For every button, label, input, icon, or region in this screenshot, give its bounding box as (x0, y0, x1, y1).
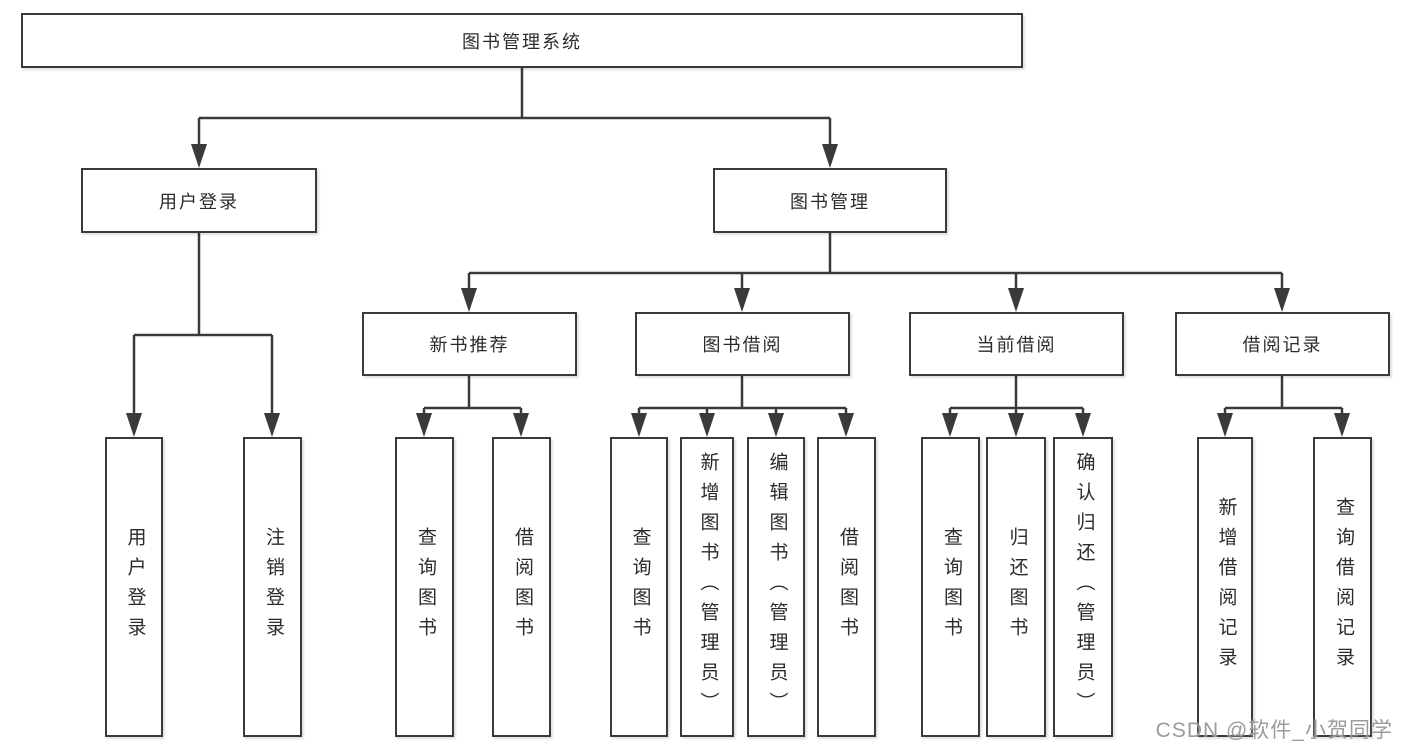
node-root: 图书管理系统 (21, 13, 1023, 68)
node-user-login: 用户登录 (81, 168, 317, 233)
leaf-query-borrow-record-label: 查询借阅记录 (1332, 497, 1354, 677)
arrowhead-icons (126, 144, 1350, 437)
node-new-book-recommend: 新书推荐 (362, 312, 577, 376)
leaf-borrow-book-recommend: 借阅图书 (492, 437, 551, 737)
leaf-confirm-return-admin-label: 确认归还（管理员） (1073, 452, 1095, 722)
leaf-user-login: 用户登录 (105, 437, 163, 737)
leaf-logout: 注销登录 (243, 437, 302, 737)
leaf-logout-label: 注销登录 (262, 527, 284, 647)
node-borrowing-records-label: 借阅记录 (1242, 335, 1323, 355)
node-borrowing-records: 借阅记录 (1175, 312, 1390, 376)
leaf-query-book-borrowing-label: 查询图书 (629, 527, 651, 647)
leaf-borrow-book-recommend-label: 借阅图书 (511, 527, 533, 647)
node-book-borrowing: 图书借阅 (635, 312, 850, 376)
leaf-borrow-book-label: 借阅图书 (836, 527, 858, 647)
leaf-add-borrow-record: 新增借阅记录 (1197, 437, 1253, 737)
watermark-text: CSDN @软件_小贺同学 (1155, 719, 1393, 742)
leaf-confirm-return-admin: 确认归还（管理员） (1053, 437, 1113, 737)
leaf-edit-book-admin-label: 编辑图书（管理员） (766, 452, 788, 722)
leaf-query-book-recommend: 查询图书 (395, 437, 454, 737)
leaf-add-book-admin: 新增图书（管理员） (680, 437, 734, 737)
leaf-query-book-recommend-label: 查询图书 (414, 527, 436, 647)
leaf-return-book-label: 归还图书 (1006, 527, 1028, 647)
leaf-add-borrow-record-label: 新增借阅记录 (1215, 497, 1237, 677)
leaf-borrow-book: 借阅图书 (817, 437, 876, 737)
tree-edges (132, 68, 1344, 415)
node-current-borrowing-label: 当前借阅 (976, 335, 1057, 355)
node-new-book-recommend-label: 新书推荐 (429, 335, 510, 355)
node-book-borrowing-label: 图书借阅 (702, 335, 783, 355)
leaf-edit-book-admin: 编辑图书（管理员） (747, 437, 805, 737)
node-current-borrowing: 当前借阅 (909, 312, 1124, 376)
node-book-management-label: 图书管理 (790, 191, 870, 212)
leaf-query-borrow-record: 查询借阅记录 (1313, 437, 1372, 737)
leaf-add-book-admin-label: 新增图书（管理员） (697, 452, 719, 722)
node-book-management: 图书管理 (713, 168, 947, 233)
leaf-query-book-current-label: 查询图书 (940, 527, 962, 647)
node-user-login-label: 用户登录 (159, 191, 239, 212)
leaf-user-login-label: 用户登录 (124, 527, 146, 647)
leaf-query-book-borrowing: 查询图书 (610, 437, 668, 737)
node-root-label: 图书管理系统 (462, 31, 582, 52)
leaf-query-book-current: 查询图书 (921, 437, 980, 737)
leaf-return-book: 归还图书 (986, 437, 1046, 737)
